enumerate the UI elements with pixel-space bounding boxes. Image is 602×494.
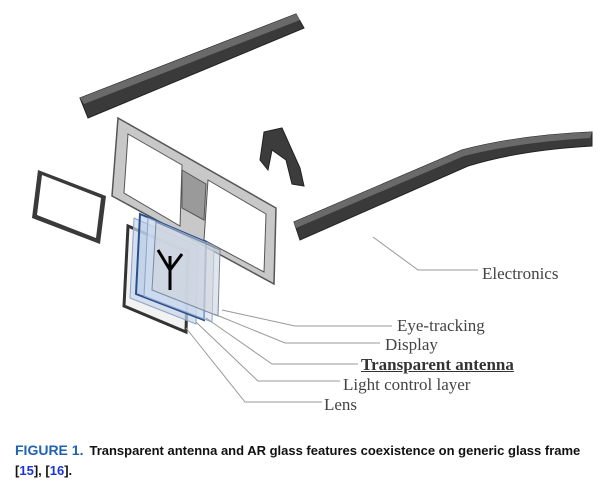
figure-number: FIGURE 1. [15,442,84,458]
leader-lines [185,236,478,403]
label-light-control-layer: Light control layer [343,375,471,394]
caption-separator: , [38,463,46,478]
lens-layer-stack [122,212,221,335]
lower-temple-arm [293,131,593,241]
figure-caption: FIGURE 1. Transparent antenna and AR glas… [15,442,581,478]
label-transparent-antenna: Transparent antenna [361,355,514,374]
antenna-icon [156,249,184,290]
glasses-frame [111,116,277,286]
caption-text: Transparent antenna and AR glass feature… [89,443,581,458]
upper-temple-arm [79,13,305,119]
nose-pad-part [259,127,305,187]
label-electronics: Electronics [482,264,559,283]
caption-end: . [68,463,73,478]
label-display: Display [385,335,438,354]
reference-link-15[interactable]: 15 [19,463,34,478]
label-lens: Lens [324,395,358,414]
outer-lens-frame [32,170,106,244]
label-eye-tracking: Eye-tracking [397,316,485,335]
reference-link-16[interactable]: 16 [49,463,65,478]
